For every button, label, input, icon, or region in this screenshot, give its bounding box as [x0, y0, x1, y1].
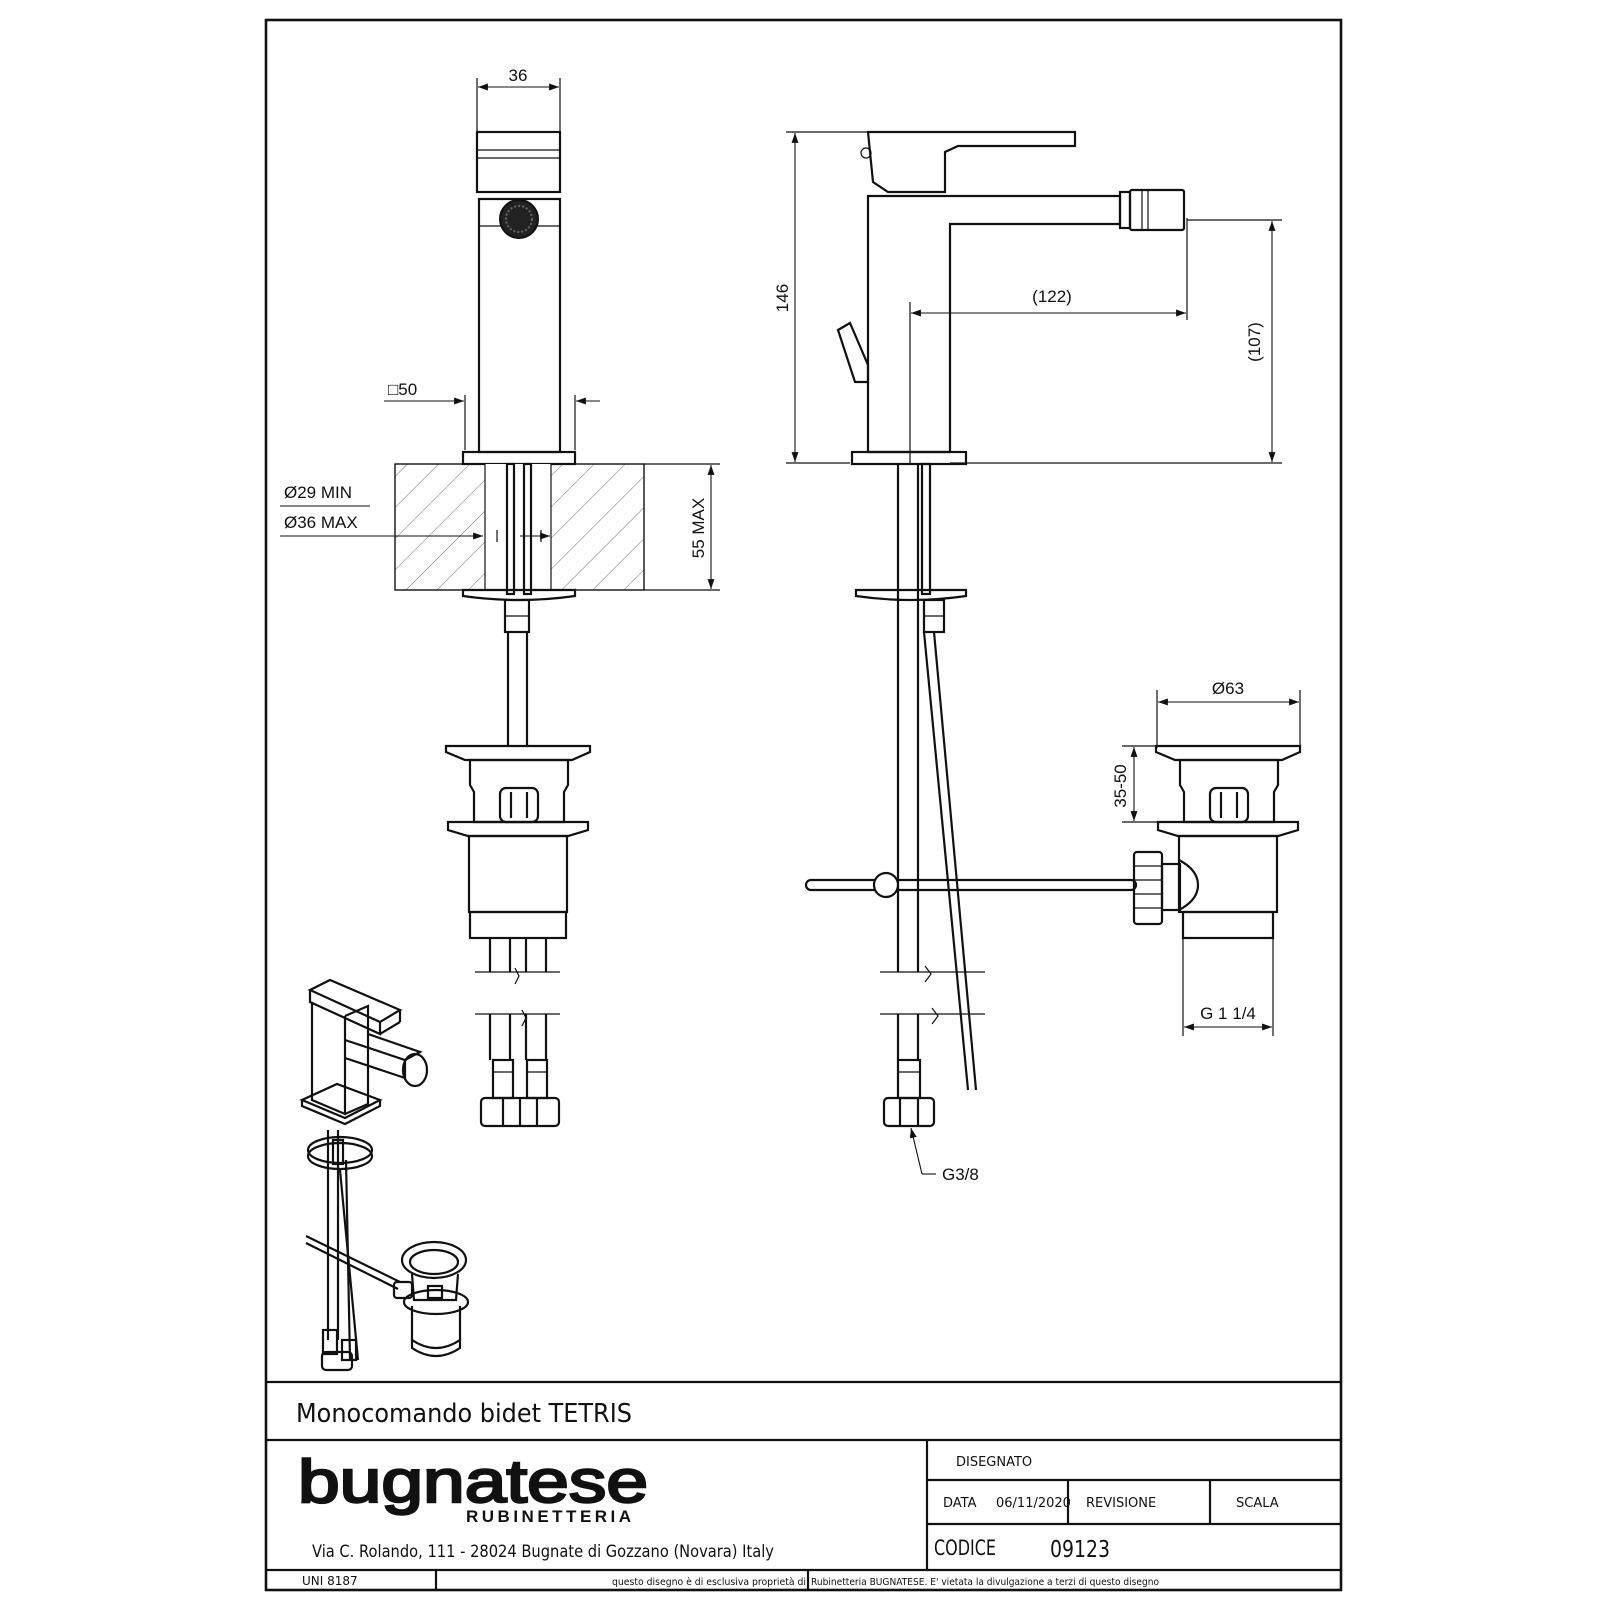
dim-height-total: 146: [773, 284, 792, 312]
product-title: Monocomando bidet TETRIS: [296, 1399, 632, 1429]
drawing-frame: [264, 18, 1343, 1592]
title-block: Monocomando bidet TETRIS bugnatese RUBIN…: [266, 1380, 1341, 1590]
disegnato-label: DISEGNATO: [956, 1455, 1032, 1470]
dim-waste-diameter: Ø63: [1212, 679, 1244, 698]
disclaimer-left: questo disegno è di esclusiva proprietà …: [612, 1576, 806, 1588]
front-view: 36 □50 Ø29 MIN Ø36 MAX: [280, 66, 720, 1128]
brand-subtitle: RUBINETTERIA: [466, 1507, 635, 1526]
waste-side-view: Ø63 35-50 G 1 1/4: [1111, 679, 1302, 1036]
dim-waste-height: 35-50: [1111, 764, 1130, 807]
codice-value: 09123: [1050, 1537, 1110, 1563]
side-view: 146 (122) (107): [773, 130, 1282, 1184]
dim-hole-min: Ø29 MIN: [284, 483, 352, 502]
dim-square-base: □50: [388, 380, 417, 399]
company-address: Via C. Rolando, 111 - 28024 Bugnate di G…: [312, 1542, 774, 1562]
norm-label: UNI 8187: [302, 1574, 358, 1588]
dim-spout-reach: (122): [1032, 287, 1072, 306]
dim-deck-max: 55 MAX: [689, 498, 708, 558]
disclaimer-right: Rubinetteria BUGNATESE. E' vietata la di…: [811, 1577, 1159, 1588]
isometric-view: [299, 978, 470, 1372]
dim-supply-thread: G3/8: [942, 1165, 979, 1184]
data-value: 06/11/2020: [996, 1496, 1071, 1511]
scala-label: SCALA: [1236, 1496, 1279, 1511]
aerator-circle: [499, 199, 539, 239]
dim-waste-thread: G 1 1/4: [1200, 1004, 1256, 1023]
codice-label: CODICE: [934, 1536, 996, 1560]
dim-hole-max: Ø36 MAX: [284, 513, 358, 532]
dim-width-top: 36: [509, 66, 528, 85]
revisione-label: REVISIONE: [1086, 1496, 1156, 1511]
data-label: DATA: [943, 1496, 977, 1511]
brand-logo: bugnatese: [298, 1448, 648, 1515]
dim-spout-height: (107): [1245, 322, 1264, 362]
